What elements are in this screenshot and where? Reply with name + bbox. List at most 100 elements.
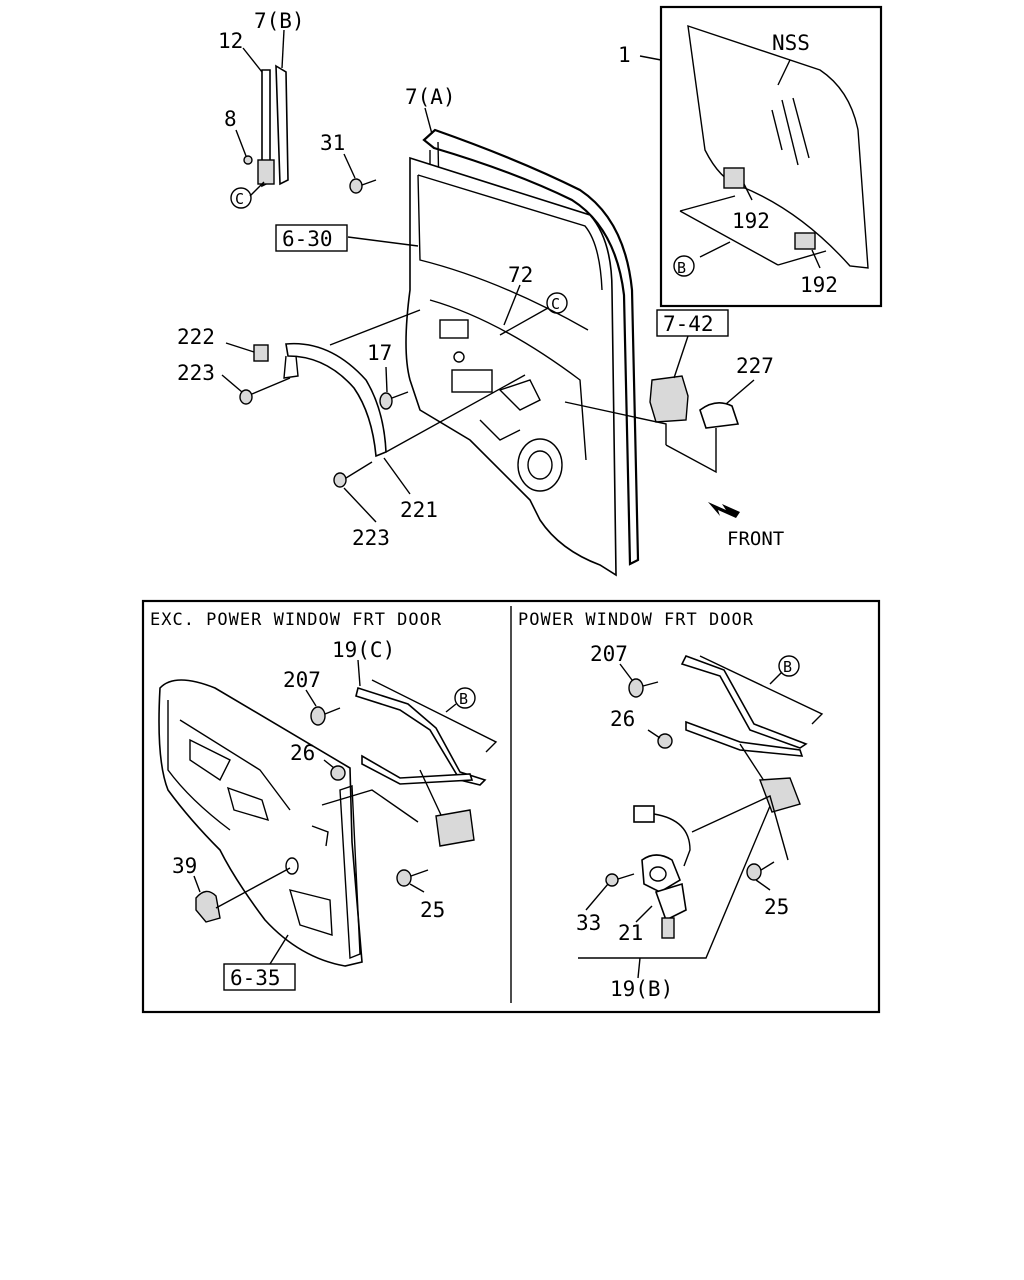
- label-26-p1: 26: [290, 741, 315, 765]
- leader-25-p1: [409, 883, 425, 893]
- glass-reflection-3: [771, 109, 783, 151]
- p1-clip-ref: [215, 867, 291, 909]
- label-8: 8: [224, 107, 237, 131]
- leader-26-p2: [647, 729, 661, 739]
- glass-clip-1: [723, 167, 745, 189]
- label-6-35: 6-35: [230, 966, 281, 990]
- leader-nss: [777, 59, 791, 86]
- bolt-17: [379, 392, 393, 410]
- label-7-42: 7-42: [663, 312, 714, 336]
- leader-207-p1: [305, 689, 317, 707]
- leader-31: [343, 153, 356, 179]
- inner-handle-7-42: 7-42 227: [564, 309, 774, 474]
- clip-39: [195, 890, 221, 923]
- label-192a: 192: [732, 209, 770, 233]
- leader-b-p1: [445, 703, 457, 713]
- regulator-19b: [680, 655, 808, 749]
- panel2-header: POWER WINDOW FRT DOOR: [518, 610, 754, 630]
- label-223a: 223: [177, 361, 215, 385]
- leader-223b: [343, 487, 377, 523]
- label-c-mid: C: [551, 295, 560, 313]
- leader-19b: [637, 957, 641, 979]
- ref-circle-c-top: [230, 187, 252, 209]
- label-25-p1: 25: [420, 898, 445, 922]
- cap-222: [253, 344, 269, 362]
- leader-8: [235, 129, 247, 157]
- leader-227: [725, 379, 755, 405]
- label-7a: 7(A): [405, 85, 456, 109]
- label-nss: NSS: [772, 31, 810, 55]
- front-arrow-icon: [708, 502, 740, 518]
- box-6-30: [275, 224, 348, 252]
- window-motor-21: [605, 805, 691, 939]
- leader-c-mid: [499, 307, 549, 336]
- label-21: 21: [618, 921, 643, 945]
- label-31: 31: [320, 131, 345, 155]
- glass-inset: NSS 192 192 B: [659, 5, 883, 308]
- leader-6-30: [347, 236, 419, 247]
- leader-25-p2: [755, 879, 771, 891]
- leader-223a: [221, 374, 243, 393]
- handle-ref-lines: [564, 401, 717, 474]
- label-222: 222: [177, 325, 215, 349]
- bolt-207-p1: [310, 706, 326, 726]
- leader-b-glass: [699, 241, 731, 258]
- leader-207-p2: [619, 663, 633, 681]
- leader-19c: [357, 659, 361, 687]
- nut-26-p1: [330, 765, 346, 781]
- leader-72: [503, 284, 521, 326]
- screw-33: [605, 873, 619, 887]
- bolt-25-p2: [746, 863, 762, 881]
- garnish-221: 222 223 17 221 223: [177, 309, 526, 550]
- glass-reflection-1: [781, 99, 799, 166]
- bolt-207-p2: [628, 678, 644, 698]
- glass-inset-frame: [659, 5, 883, 308]
- label-front: FRONT: [727, 528, 784, 550]
- p1-ref-lines: [321, 679, 498, 823]
- glass-ref-b-lines: [679, 195, 827, 266]
- leader-1: [639, 55, 662, 61]
- leader-39: [193, 875, 201, 893]
- leader-26-p1: [323, 759, 335, 769]
- label-221: 221: [400, 498, 438, 522]
- p2-ref-lines: [691, 655, 824, 861]
- panel-manual-window: EXC. POWER WINDOW FRT DOOR 19(C) 207: [150, 610, 498, 991]
- leader-7-42: [673, 335, 689, 379]
- label-c-top: C: [235, 190, 244, 208]
- ref-circle-b-p1: [454, 687, 476, 709]
- leader-12: [242, 47, 263, 73]
- screw-223b: [333, 472, 347, 488]
- label-207-p2: 207: [590, 642, 628, 666]
- garnish-ref-lines: [329, 309, 526, 453]
- label-227: 227: [736, 354, 774, 378]
- label-26-p2: 26: [610, 707, 635, 731]
- leader-33: [585, 883, 609, 911]
- label-19c: 19(C): [332, 638, 395, 662]
- box-7-42: [656, 309, 729, 337]
- screw-223a: [239, 389, 253, 405]
- door-inner-panel: 6-30: [275, 156, 617, 577]
- ref-circle-c-mid: [546, 292, 568, 314]
- label-b-p2: B: [783, 658, 792, 676]
- screw-31: 31: [320, 131, 377, 194]
- nut-26-p2: [657, 733, 673, 749]
- label-17: 17: [367, 341, 392, 365]
- leader-21: [635, 905, 653, 923]
- label-192b: 192: [800, 273, 838, 297]
- label-1: 1: [618, 43, 631, 67]
- label-b-p1: B: [459, 690, 468, 708]
- label-25-p2: 25: [764, 895, 789, 919]
- label-6-30: 6-30: [282, 227, 333, 251]
- panel1-header: EXC. POWER WINDOW FRT DOOR: [150, 610, 442, 630]
- panel-power-window: POWER WINDOW FRT DOOR 207: [518, 610, 824, 1001]
- leader-192b: [811, 249, 821, 269]
- regulator-19c: [355, 686, 487, 786]
- leader-222: [225, 342, 255, 353]
- ref-circle-b-glass: [673, 255, 695, 277]
- bolt-25-p1: [396, 869, 412, 887]
- leader-b-p2: [769, 671, 783, 685]
- label-39: 39: [172, 854, 197, 878]
- label-33: 33: [576, 911, 601, 935]
- run-channel-7b: 7(B) 12 8 C: [218, 9, 305, 209]
